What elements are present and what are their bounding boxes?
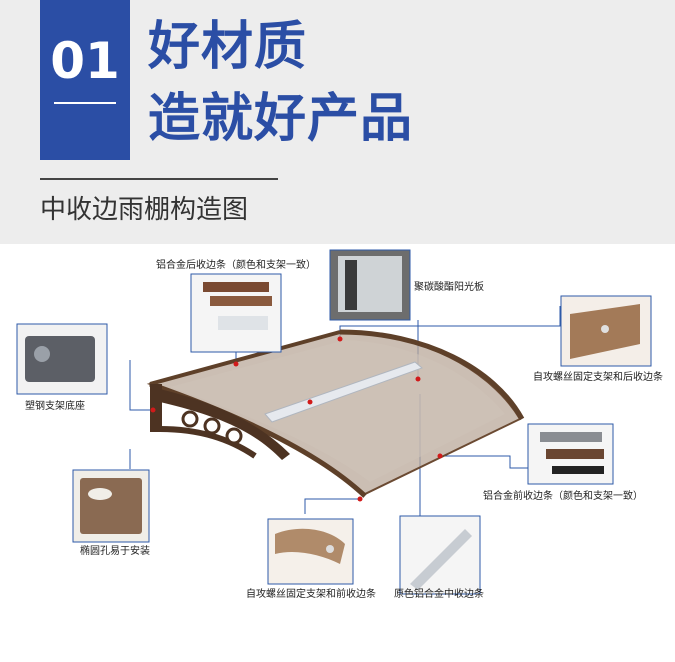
mid-strip — [264, 361, 423, 423]
brackets — [150, 384, 290, 460]
number-badge: 01 — [40, 0, 130, 160]
label-pc-panel: 聚碳酸酯阳光板 — [414, 282, 484, 293]
thumbnails — [16, 249, 652, 595]
label-bracket-base: 塑钢支架底座 — [25, 401, 85, 412]
label-mid-strip: 原色铝合金中收边条 — [394, 589, 484, 600]
bracket-brace-1 — [159, 426, 257, 459]
bracket-hole-3 — [225, 427, 243, 445]
front-frame-arc — [339, 329, 525, 421]
structure-diagram: 铝合金后收边条（颜色和支架一致） 聚碳酸酯阳光板 塑钢支架底座 自攻螺丝固定支架… — [0, 244, 675, 658]
line-base — [129, 360, 153, 411]
rear-frame — [149, 330, 341, 386]
marker-panel — [415, 376, 421, 382]
subtitle-divider — [40, 178, 278, 180]
label-oval-hole: 椭圆孔易于安装 — [80, 546, 150, 557]
header-banner: 01 好材质 造就好产品 中收边雨棚构造图 — [0, 0, 675, 244]
headline-line2: 造就好产品 — [148, 89, 414, 149]
wall-bracket-1 — [150, 384, 162, 432]
marker-screw-front — [357, 496, 363, 502]
marker-base — [150, 407, 156, 413]
bracket-hole-2 — [203, 417, 221, 435]
headline-line1: 好材质 — [148, 17, 308, 77]
canopy-shine — [170, 340, 505, 482]
section-subtitle: 中收边雨棚构造图 — [40, 195, 249, 225]
label-screw-rear: 自攻螺丝固定支架和后收边条 — [533, 372, 663, 383]
label-rear-strip: 铝合金后收边条（颜色和支架一致） — [156, 260, 316, 271]
badge-divider — [54, 102, 116, 104]
diagram-svg — [16, 249, 652, 595]
marker-rear — [233, 361, 239, 367]
bracket-arm-1 — [160, 389, 290, 460]
line-screw-front — [304, 498, 360, 514]
bracket-hole-1 — [181, 410, 199, 428]
label-front-strip: 铝合金前收边条（颜色和支架一致） — [483, 491, 643, 502]
marker-screw-rear — [337, 336, 343, 342]
marker-front — [437, 453, 443, 459]
markers — [150, 336, 443, 502]
marker-mid — [307, 399, 313, 405]
label-screw-front: 自攻螺丝固定支架和前收边条 — [246, 589, 376, 600]
badge-number: 01 — [50, 32, 120, 90]
line-front-strip — [440, 455, 528, 469]
